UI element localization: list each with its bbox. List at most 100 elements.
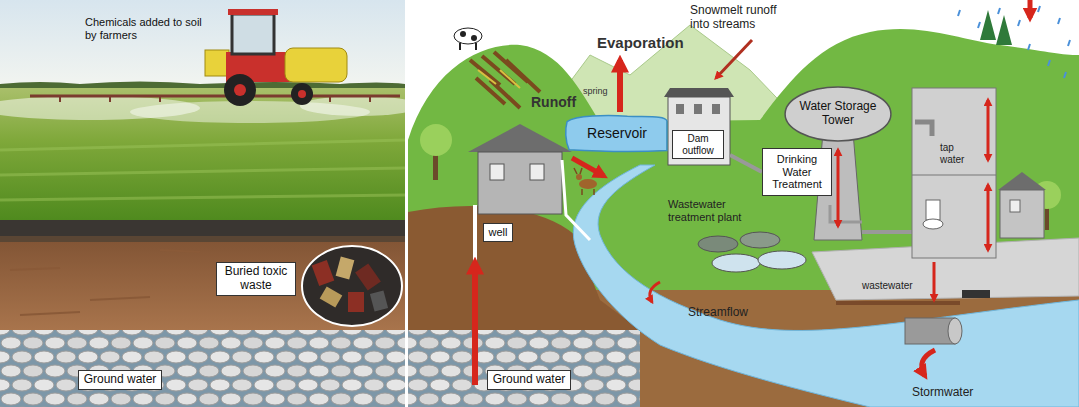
cow [460, 31, 466, 37]
stormwater-pipe [905, 318, 962, 376]
dam-building [712, 104, 720, 114]
node-text: Ground water [492, 373, 566, 387]
well-label-box: well [483, 223, 513, 242]
house-with-well [478, 152, 562, 214]
stormwater-pipe [948, 318, 962, 344]
apartment-building [915, 122, 932, 136]
wastewater-plant [698, 232, 806, 272]
dam-building [730, 155, 762, 172]
process-label: Streamflow [688, 306, 768, 320]
tractor [298, 90, 306, 98]
dam-building [664, 88, 734, 97]
dam-building [664, 88, 762, 172]
feature-label: wastewater [862, 280, 932, 292]
dam-building [676, 104, 684, 114]
process-label: Snowmelt runoff into streams [690, 4, 790, 32]
deer [574, 168, 594, 195]
flow-arrows [1028, 0, 1033, 18]
rain [958, 6, 1070, 78]
feature-label: tap water [940, 142, 976, 165]
process-label: Stormwater [912, 386, 992, 400]
groundwater-label-box: Ground water [487, 370, 571, 390]
soil-layer [0, 236, 405, 242]
deer [579, 179, 597, 189]
tractor [224, 74, 256, 106]
gravel-aquifer [0, 330, 405, 407]
panel-divider [405, 0, 408, 407]
text-holder: Reservoir [579, 125, 655, 141]
node-text: well [488, 226, 508, 239]
wastewater-plant [740, 232, 780, 248]
dam-building [668, 97, 730, 165]
tractor [60, 96, 370, 102]
farm-field-photo [0, 140, 405, 200]
node-text: Drinking Water Treatment [767, 153, 827, 191]
soil-layer [10, 250, 200, 315]
node-text: Ground water [83, 373, 157, 387]
tractor [285, 48, 347, 82]
flow-arrows [475, 0, 1030, 385]
house-with-well [468, 124, 572, 152]
buried-waste [312, 260, 335, 286]
feature-label: spring [583, 86, 613, 96]
text-holder: Buried toxic waste [221, 265, 291, 293]
text-holder: Ground water [83, 373, 157, 387]
soil-layer [0, 220, 405, 330]
cow [454, 28, 482, 50]
flow-arrows [472, 262, 478, 385]
node-text: Buried toxic waste [221, 265, 291, 293]
wastewater-plant [758, 251, 806, 269]
farm-field-photo [0, 82, 405, 89]
trees [980, 10, 1012, 45]
node-text: Dam outflow [677, 133, 719, 156]
farm-field-photo [0, 0, 420, 220]
deer [576, 174, 582, 180]
buried-waste [336, 257, 355, 280]
house-with-well [562, 160, 590, 240]
landscape [408, 330, 640, 407]
farm-field-photo [300, 96, 420, 116]
buried-waste [355, 263, 381, 290]
apartment-building [998, 172, 1046, 190]
fertilizer-streaks [470, 52, 540, 108]
reservoir-shape: Reservoir [565, 114, 669, 152]
flow-arrows [933, 262, 936, 300]
flow-arrows [987, 185, 990, 250]
soil-layer [0, 220, 405, 236]
text-holder: Dam outflow [677, 133, 719, 156]
soil-layer [0, 220, 405, 330]
process-label: Runoff [531, 94, 591, 110]
buried-waste [302, 246, 402, 326]
tractor [234, 84, 246, 96]
flow-arrows [617, 60, 623, 112]
process-label: Evaporation [597, 34, 697, 51]
landscape [836, 301, 960, 305]
tower-tank: Water Storage Tower [784, 86, 892, 142]
node-text: Water Storage Tower [798, 100, 878, 128]
landscape [962, 290, 990, 298]
cow [460, 43, 476, 50]
tractor [291, 83, 313, 105]
buried-waste [348, 292, 364, 312]
dam-building [694, 104, 702, 114]
tractor [30, 9, 400, 106]
buried-waste [370, 290, 388, 311]
flow-arrows [716, 40, 752, 78]
buried-waste [320, 286, 343, 307]
apartment-building [912, 88, 996, 258]
house-with-well [530, 164, 544, 180]
text-holder: well [488, 226, 508, 239]
water-tower-stem [862, 230, 912, 234]
apartment-building [923, 219, 943, 229]
landscape [408, 0, 1079, 407]
gravel-aquifer [0, 330, 405, 407]
rain [958, 6, 1070, 78]
water-tower-stem [830, 205, 862, 222]
flow-arrows [837, 150, 840, 226]
wastewater-plant [712, 254, 760, 272]
groundwater-label-box: Ground water [78, 370, 162, 390]
tractor [30, 95, 400, 98]
